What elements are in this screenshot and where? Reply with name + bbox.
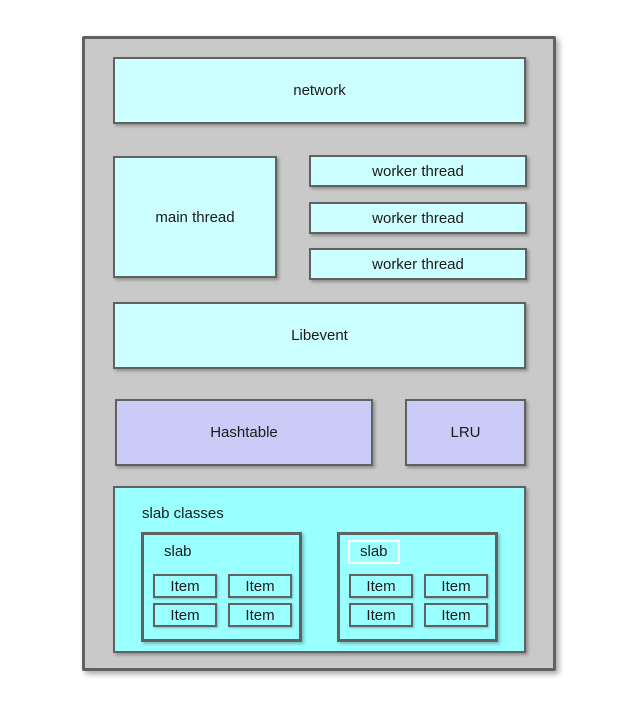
libevent-label: Libevent [291, 327, 348, 344]
main-thread-label: main thread [155, 208, 235, 226]
libevent-box: Libevent [113, 302, 526, 369]
slab-classes-box: slab classes slab Item Item Item Item sl… [113, 486, 526, 653]
worker-thread-label: worker thread [372, 162, 464, 180]
item-grid: Item Item Item Item [349, 574, 488, 627]
item-label: Item [245, 606, 275, 624]
item-grid: Item Item Item Item [153, 574, 292, 627]
network-label: network [293, 82, 346, 99]
process-container-box: network main thread worker thread worker… [82, 36, 556, 671]
item-box: Item [153, 603, 217, 627]
main-thread-box: main thread [113, 156, 277, 278]
item-box: Item [153, 574, 217, 598]
item-label: Item [245, 577, 275, 595]
item-label: Item [170, 577, 200, 595]
slab-label-highlighted: slab [348, 540, 400, 564]
item-box: Item [228, 574, 292, 598]
hashtable-box: Hashtable [115, 399, 373, 466]
worker-thread-box: worker thread [309, 202, 527, 234]
item-box: Item [424, 603, 488, 627]
lru-box: LRU [405, 399, 526, 466]
item-label: Item [170, 606, 200, 624]
worker-thread-label: worker thread [372, 255, 464, 273]
item-box: Item [349, 603, 413, 627]
slab-classes-label: slab classes [142, 505, 224, 522]
item-label: Item [366, 606, 396, 624]
worker-thread-box: worker thread [309, 248, 527, 280]
slab-box: slab Item Item Item Item [141, 532, 302, 642]
item-box: Item [228, 603, 292, 627]
hashtable-label: Hashtable [210, 424, 278, 441]
item-label: Item [441, 606, 471, 624]
slab-box: slab Item Item Item Item [337, 532, 498, 642]
worker-thread-label: worker thread [372, 209, 464, 227]
item-box: Item [424, 574, 488, 598]
item-box: Item [349, 574, 413, 598]
network-box: network [113, 57, 526, 124]
worker-thread-box: worker thread [309, 155, 527, 187]
item-label: Item [366, 577, 396, 595]
lru-label: LRU [450, 424, 481, 441]
item-label: Item [441, 577, 471, 595]
slab-label: slab [164, 543, 192, 560]
